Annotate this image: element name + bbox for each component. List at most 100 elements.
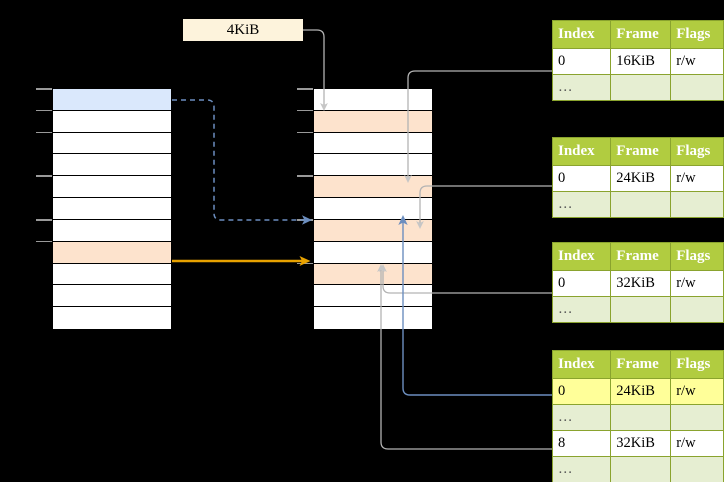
cell-flags <box>670 74 724 101</box>
cell-flags <box>670 404 724 431</box>
column-header-index: Index <box>551 350 612 379</box>
table-row: 0 24KiB r/w <box>551 378 724 405</box>
virtual-page-row-9 <box>53 285 171 308</box>
table-header-row: Index Frame Flags <box>551 350 724 379</box>
physical-frame-row-7 <box>314 241 432 264</box>
physical-frame-row-5 <box>314 198 432 220</box>
column-header-flags: Flags <box>670 350 724 379</box>
virtual-page-row-0 <box>53 89 171 111</box>
table-header-row: Index Frame Flags <box>551 20 724 49</box>
cell-frame: 32KiB <box>610 270 672 297</box>
page-size-label-text: 4KiB <box>226 21 260 38</box>
row-tick <box>36 131 52 134</box>
physical-frame-row-2 <box>314 132 432 155</box>
physical-frame-row-8 <box>314 263 432 286</box>
virtual-page-row-5 <box>53 198 171 220</box>
row-tick <box>36 88 52 90</box>
page-table-3: Index Frame Flags 0 32KiB r/w … <box>551 242 724 323</box>
cell-flags: r/w <box>670 378 724 405</box>
virtual-page-row-2 <box>53 132 171 155</box>
cell-index: 8 <box>551 430 612 457</box>
table-row: 0 16KiB r/w <box>551 48 724 75</box>
row-tick <box>36 218 52 221</box>
cell-frame <box>610 456 672 482</box>
physical-frame-row-3 <box>314 154 432 177</box>
table-header-row: Index Frame Flags <box>551 137 724 166</box>
cell-flags: r/w <box>670 48 724 75</box>
cell-frame: 24KiB <box>610 165 672 192</box>
table-row: 0 24KiB r/w <box>551 165 724 192</box>
column-header-frame: Frame <box>610 350 672 379</box>
column-header-flags: Flags <box>670 20 724 49</box>
cell-index: … <box>551 74 612 101</box>
wire-virtual-blue-to-physical <box>172 99 312 225</box>
cell-frame <box>610 404 672 431</box>
virtual-page-row-10 <box>53 307 171 329</box>
virtual-page-row-8 <box>53 263 171 286</box>
cell-index: … <box>551 456 612 482</box>
page-table-4: Index Frame Flags 0 24KiB r/w … 8 32KiB … <box>551 350 724 482</box>
page-size-label: 4KiB <box>183 19 303 41</box>
table-row: 0 32KiB r/w <box>551 270 724 297</box>
cell-frame: 16KiB <box>610 48 672 75</box>
cell-frame <box>610 191 672 218</box>
cell-frame: 24KiB <box>610 378 672 405</box>
cell-flags: r/w <box>670 165 724 192</box>
table-row: … <box>551 456 724 482</box>
column-header-index: Index <box>551 137 612 166</box>
physical-frame-row-9 <box>314 285 432 308</box>
physical-frame-row-4 <box>314 176 432 199</box>
row-tick <box>297 262 313 265</box>
row-tick <box>297 218 313 221</box>
virtual-page-row-3 <box>53 154 171 177</box>
row-tick <box>297 175 313 177</box>
column-header-frame: Frame <box>610 242 672 271</box>
cell-flags: r/w <box>670 270 724 297</box>
cell-flags: r/w <box>670 430 724 457</box>
physical-frame-row-6 <box>314 219 432 242</box>
virtual-page-row-6 <box>53 219 171 242</box>
physical-frame-row-0 <box>314 89 432 111</box>
table-row: … <box>551 296 724 323</box>
row-tick <box>297 131 313 134</box>
column-header-flags: Flags <box>670 242 724 271</box>
physical-frame-row-10 <box>314 307 432 329</box>
table-row: … <box>551 74 724 101</box>
cell-index: … <box>551 296 612 323</box>
physical-frame-row-1 <box>314 110 432 133</box>
column-header-frame: Frame <box>610 137 672 166</box>
cell-index: 0 <box>551 48 612 75</box>
virtual-page-row-1 <box>53 110 171 133</box>
column-header-index: Index <box>551 20 612 49</box>
cell-frame <box>610 296 672 323</box>
row-tick <box>297 88 313 90</box>
row-tick <box>36 109 52 112</box>
table-row: … <box>551 404 724 431</box>
cell-index: 0 <box>551 378 612 405</box>
cell-flags <box>670 296 724 323</box>
cell-flags <box>670 191 724 218</box>
wire-table2-to-frame <box>416 185 552 229</box>
cell-index: … <box>551 191 612 218</box>
row-tick <box>36 240 52 243</box>
cell-flags <box>670 456 724 482</box>
virtual-page-row-4 <box>53 176 171 199</box>
physical-memory-column <box>313 88 433 329</box>
cell-frame <box>610 74 672 101</box>
table-header-row: Index Frame Flags <box>551 242 724 271</box>
column-header-frame: Frame <box>610 20 672 49</box>
cell-index: 0 <box>551 270 612 297</box>
table-row: … <box>551 191 724 218</box>
cell-index: 0 <box>551 165 612 192</box>
page-table-2: Index Frame Flags 0 24KiB r/w … <box>551 137 724 218</box>
row-tick <box>297 109 313 112</box>
column-header-flags: Flags <box>670 137 724 166</box>
virtual-address-space-column <box>52 88 172 329</box>
page-table-1: Index Frame Flags 0 16KiB r/w … <box>551 20 724 101</box>
table-row: 8 32KiB r/w <box>551 430 724 457</box>
cell-frame: 32KiB <box>610 430 672 457</box>
column-header-index: Index <box>551 242 612 271</box>
row-tick <box>36 175 52 177</box>
virtual-page-row-7 <box>53 241 171 264</box>
